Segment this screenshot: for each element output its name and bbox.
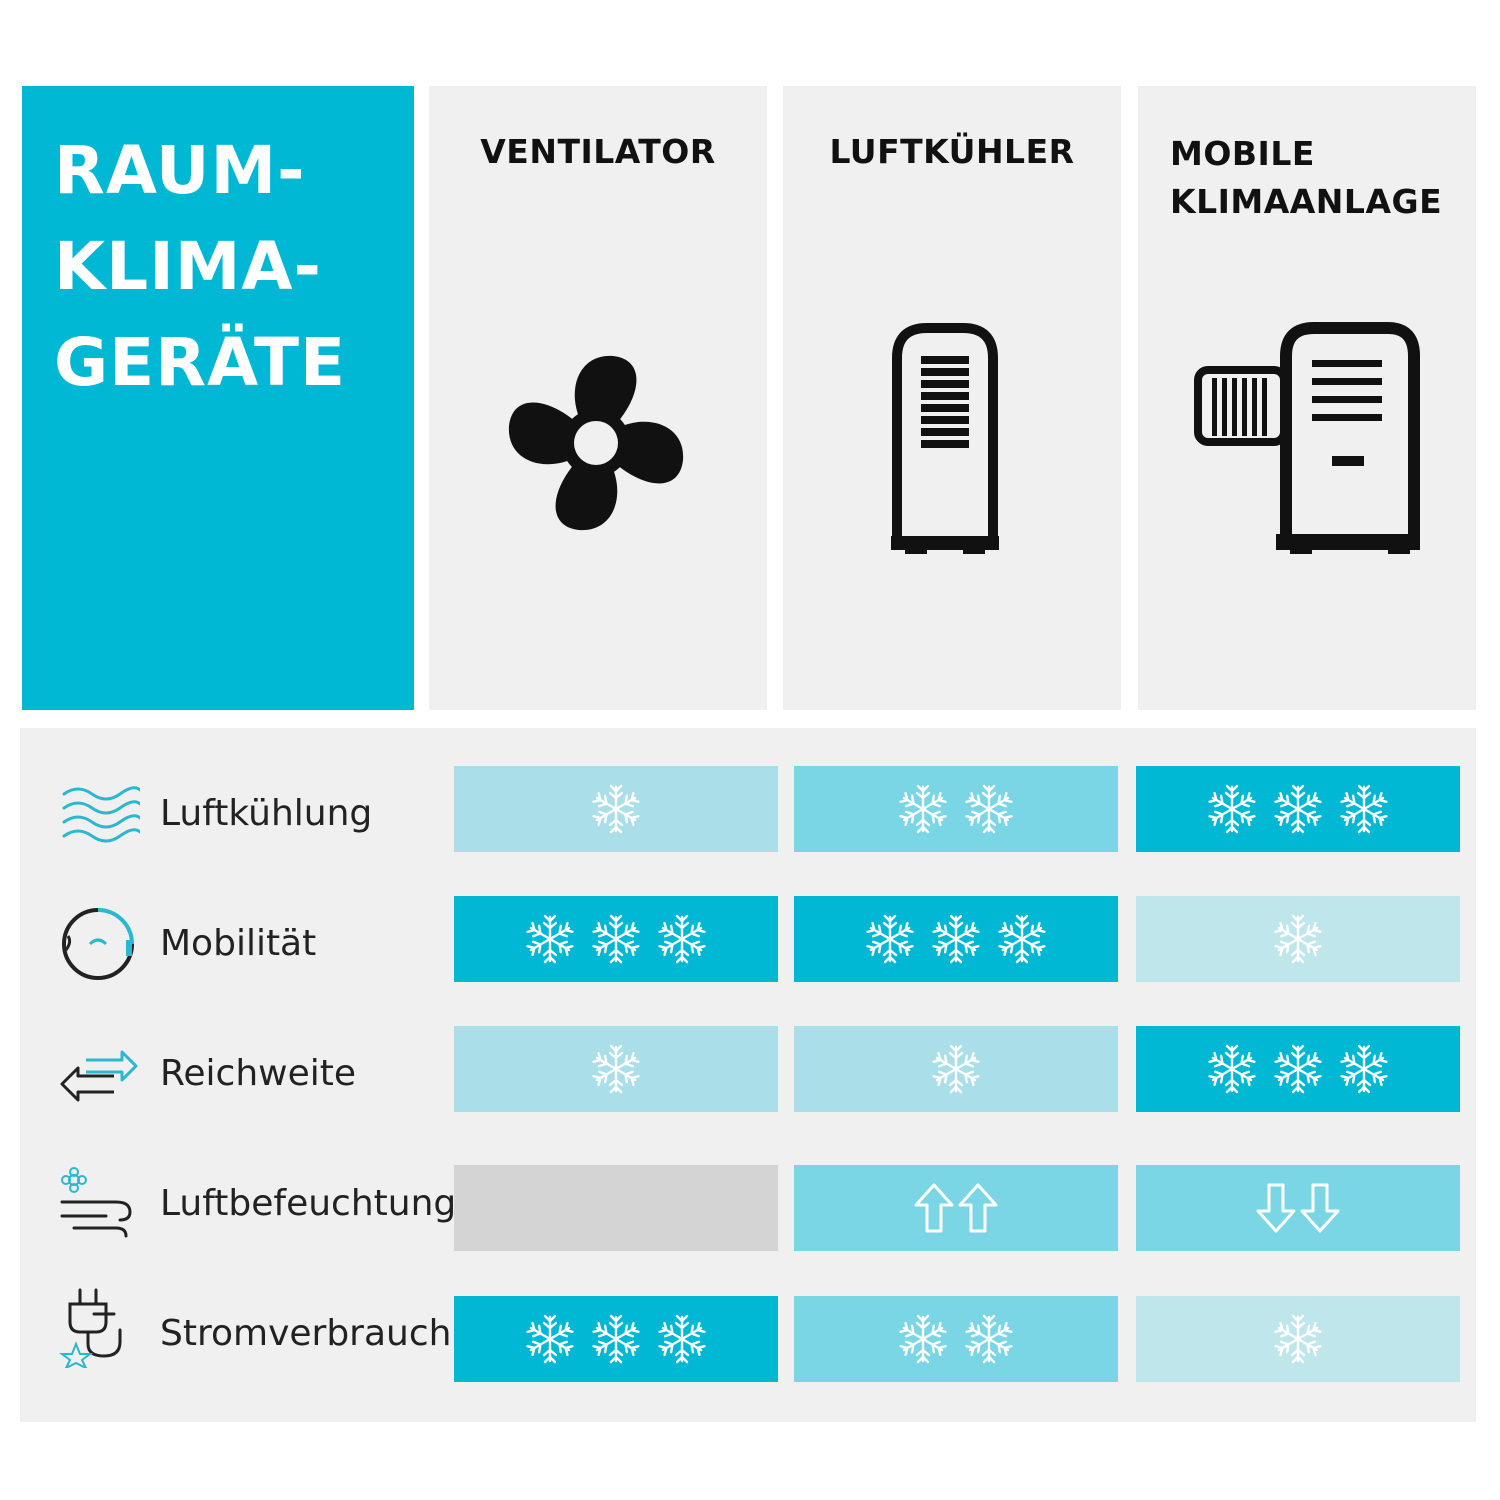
rating-cell — [1136, 1026, 1460, 1112]
snowflake-icon — [1274, 914, 1322, 964]
rating-cell — [794, 896, 1118, 982]
title-panel: RAUM- KLIMA- GERÄTE — [22, 86, 414, 710]
rating-cell — [1136, 896, 1460, 982]
row-label-luftkuehlung: Luftkühlung — [160, 793, 373, 834]
humidification-icon — [60, 1167, 132, 1238]
snowflake-icon — [592, 784, 640, 834]
rating-cell — [454, 1026, 778, 1112]
snowflake-icon — [1340, 1044, 1388, 1094]
snowflake-icon — [1274, 1044, 1322, 1094]
snowflake-icon — [899, 1314, 947, 1364]
rating-cell — [794, 1296, 1118, 1382]
snowflake-icon — [592, 914, 640, 964]
row-label-stromverbrauch: Stromverbrauch — [160, 1313, 452, 1354]
mobility-icon — [61, 908, 134, 980]
snowflake-icon — [965, 784, 1013, 834]
comparison-table: Luftkühlung Mobilität Reichweite Luftbef… — [20, 728, 1476, 1422]
rating-cell — [454, 1296, 778, 1382]
portable-ac-icon — [1194, 322, 1420, 554]
snowflake-icon — [526, 1314, 574, 1364]
column-luftkuehler: LUFTKÜHLER — [783, 86, 1121, 710]
title-line-1: RAUM- — [54, 132, 306, 209]
column-mobile-klimaanlage: MOBILE KLIMAANLAGE — [1138, 86, 1476, 710]
arrow-down-icon — [1256, 1183, 1296, 1233]
arrow-up-icon — [958, 1183, 998, 1233]
snowflake-icon — [658, 914, 706, 964]
snowflake-icon — [1274, 784, 1322, 834]
range-arrows-icon — [60, 1050, 138, 1102]
rating-cell — [794, 1026, 1118, 1112]
rating-cell — [454, 766, 778, 852]
power-plug-icon — [59, 1288, 122, 1368]
snowflake-icon — [932, 914, 980, 964]
arrow-down-icon — [1300, 1183, 1340, 1233]
row-label-reichweite: Reichweite — [160, 1053, 357, 1094]
snowflake-icon — [899, 784, 947, 834]
arrow-up-icon — [914, 1183, 954, 1233]
rating-cell — [1136, 766, 1460, 852]
rating-cell — [1136, 1296, 1460, 1382]
rating-cell — [794, 1165, 1118, 1251]
snowflake-icon — [932, 1044, 980, 1094]
rating-cell — [1136, 1165, 1460, 1251]
fan-icon — [508, 355, 684, 531]
air-waves-icon — [62, 786, 140, 843]
column-title-line-1: MOBILE — [1170, 134, 1315, 173]
snowflake-icon — [592, 1044, 640, 1094]
rating-cell — [794, 766, 1118, 852]
air-cooler-icon — [891, 323, 999, 554]
snowflake-icon — [1340, 784, 1388, 834]
column-ventilator: VENTILATOR — [429, 86, 767, 710]
column-title-line-2: KLIMAANLAGE — [1170, 182, 1443, 221]
column-title-mobile-klimaanlage: MOBILE KLIMAANLAGE — [1170, 130, 1476, 226]
snowflake-icon — [526, 914, 574, 964]
rating-cell — [454, 896, 778, 982]
snowflake-icon — [1208, 1044, 1256, 1094]
row-label-mobilitaet: Mobilität — [160, 923, 317, 964]
snowflake-icon — [866, 914, 914, 964]
title-line-2: KLIMA- — [54, 228, 322, 305]
snowflake-icon — [592, 1314, 640, 1364]
snowflake-icon — [1274, 1314, 1322, 1364]
title-line-3: GERÄTE — [54, 324, 347, 401]
column-title-luftkuehler: LUFTKÜHLER — [829, 132, 1075, 171]
snowflake-icon — [965, 1314, 1013, 1364]
snowflake-icon — [998, 914, 1046, 964]
snowflake-icon — [1208, 784, 1256, 834]
row-label-luftbefeuchtung: Luftbefeuchtung — [160, 1183, 457, 1224]
column-title-ventilator: VENTILATOR — [480, 132, 716, 171]
rating-cell — [454, 1165, 778, 1251]
snowflake-icon — [658, 1314, 706, 1364]
